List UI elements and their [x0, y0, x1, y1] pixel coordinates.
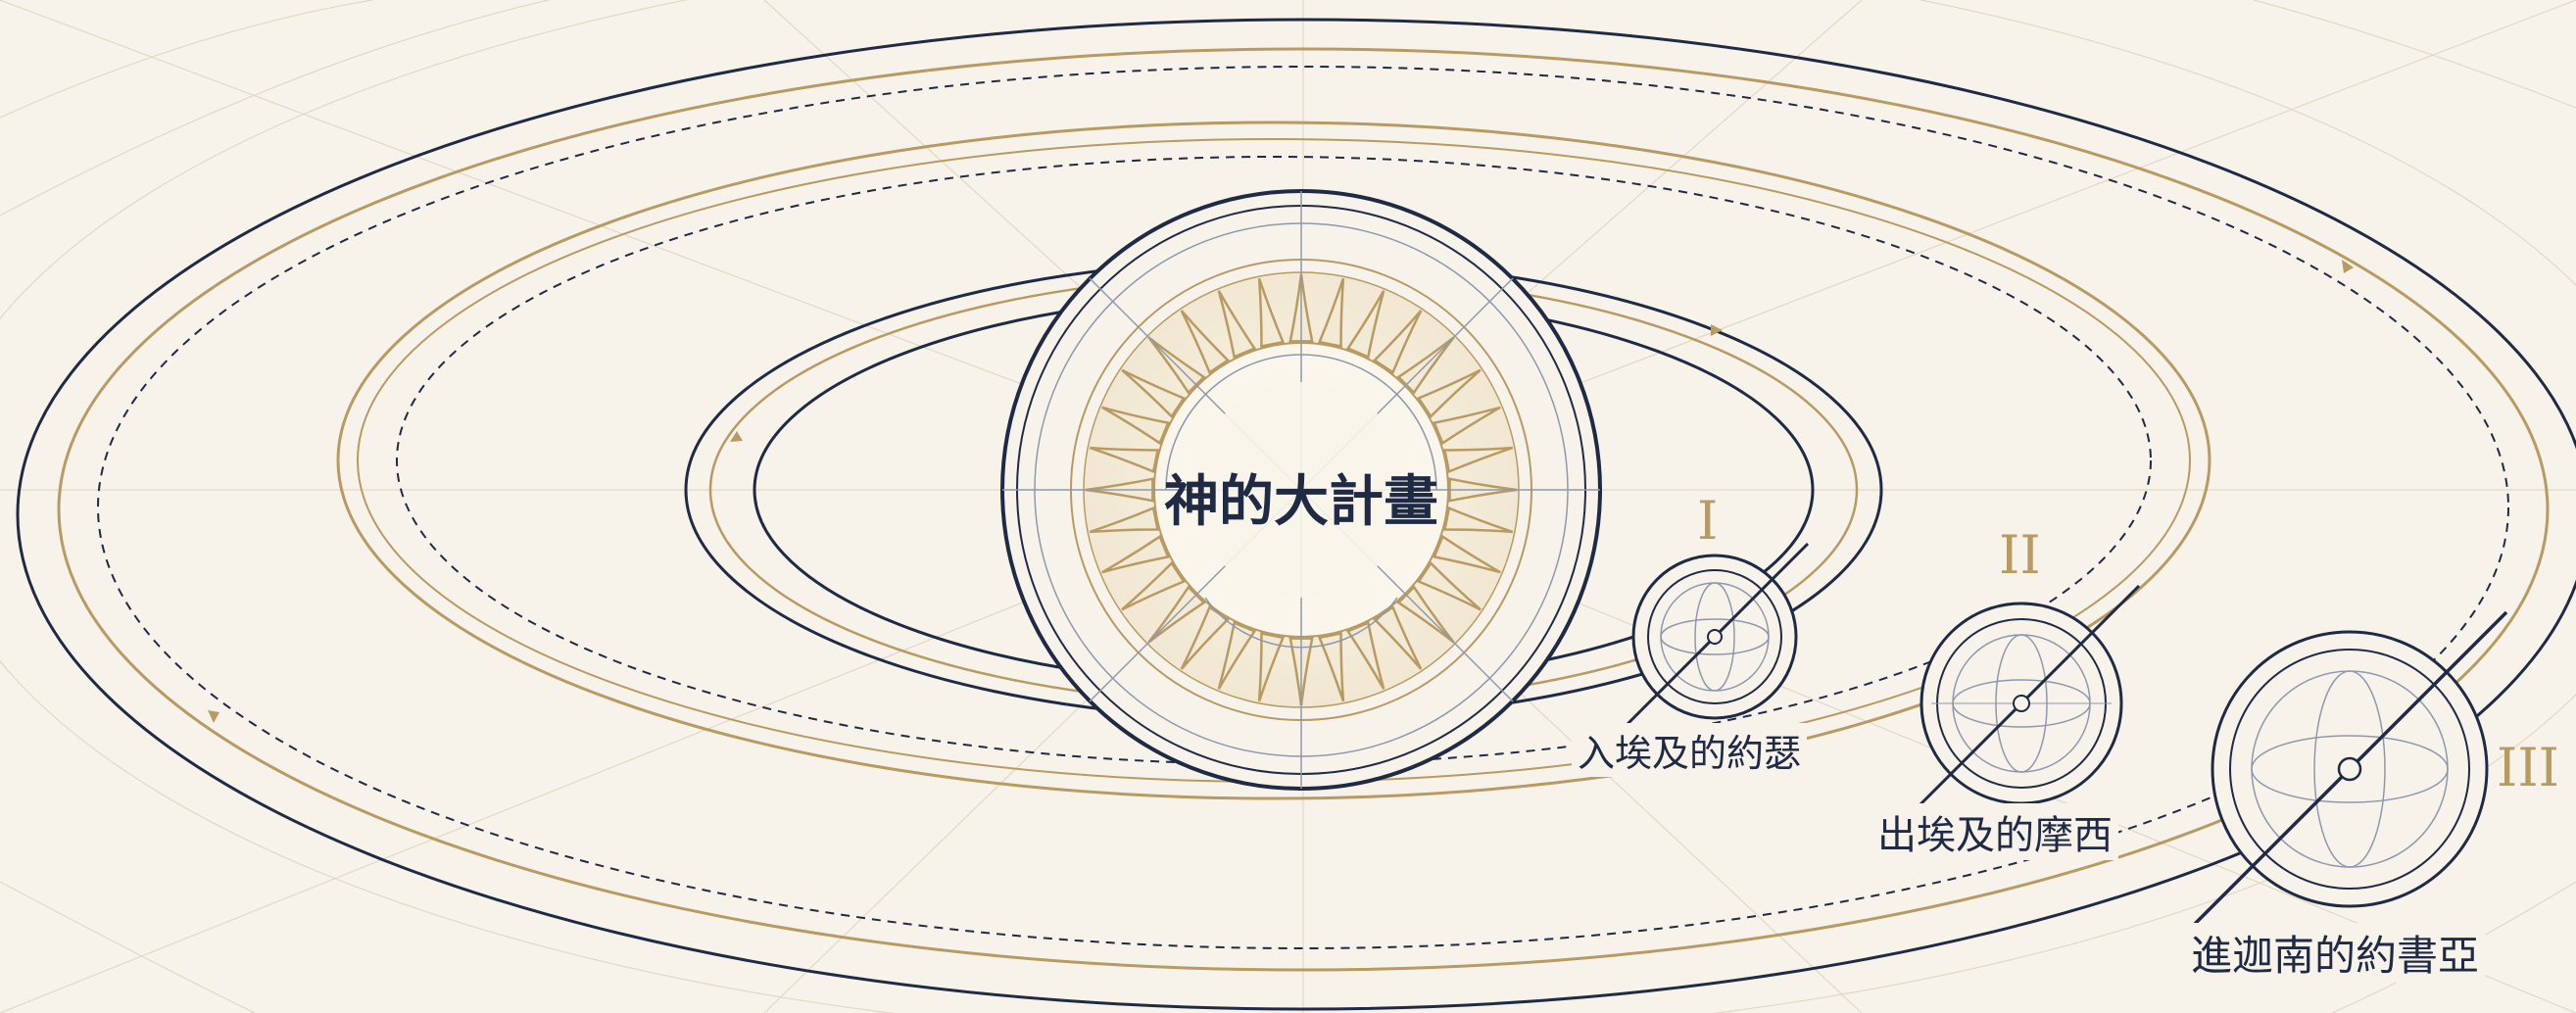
sun-medallion: [1000, 189, 1602, 791]
stage-3-label: 進迦南的約書亞: [2185, 923, 2486, 983]
sun-ray: [1121, 368, 1187, 419]
sun-ray: [1442, 506, 1514, 534]
stage-3-numeral: III: [2497, 737, 2559, 798]
sun-ray: [1180, 604, 1231, 670]
sun-ray: [1101, 406, 1170, 446]
stage-2-label: 出埃及的摩西: [1871, 803, 2118, 860]
sun-ray: [1257, 631, 1286, 702]
sun-ray: [1345, 621, 1385, 690]
stage-1-numeral: I: [1697, 490, 1719, 552]
sun-ray: [1089, 506, 1160, 534]
center-title: 神的大計畫: [1164, 470, 1438, 534]
sun-ray: [1317, 277, 1345, 349]
sun-ray: [1317, 631, 1345, 702]
outer-gold-orbit: [57, 47, 2550, 972]
sun-ray: [1416, 560, 1482, 611]
sun-ray: [1089, 446, 1160, 474]
sun-ray: [1217, 290, 1257, 359]
sun-ray: [1121, 560, 1187, 611]
sun-ray: [1217, 621, 1257, 690]
sun-ray: [1345, 290, 1385, 359]
sun-ray: [1372, 310, 1423, 375]
globe-3: [2191, 610, 2508, 928]
sun-ray: [1433, 406, 1501, 446]
sun-ray: [1180, 310, 1231, 375]
stage-2-numeral: II: [1999, 524, 2041, 586]
sun-ray: [1433, 534, 1501, 574]
middle-dashed-orbit: [396, 156, 2152, 765]
sun-ray: [1416, 368, 1482, 419]
sun-ray: [1372, 604, 1423, 670]
orbit-arrows: [208, 260, 2354, 723]
outer-orbit: [16, 18, 2576, 1011]
middle-gold-orbit-outer: [336, 121, 2211, 800]
sun-ray: [1442, 446, 1514, 474]
stage-1-label: 入埃及的約瑟: [1572, 723, 1808, 777]
globe-2: [1902, 584, 2141, 823]
globe-1: [1620, 542, 1810, 732]
sun-ray: [1257, 277, 1286, 349]
outer-dashed-orbit: [97, 66, 2509, 949]
sun-ray: [1101, 534, 1170, 574]
